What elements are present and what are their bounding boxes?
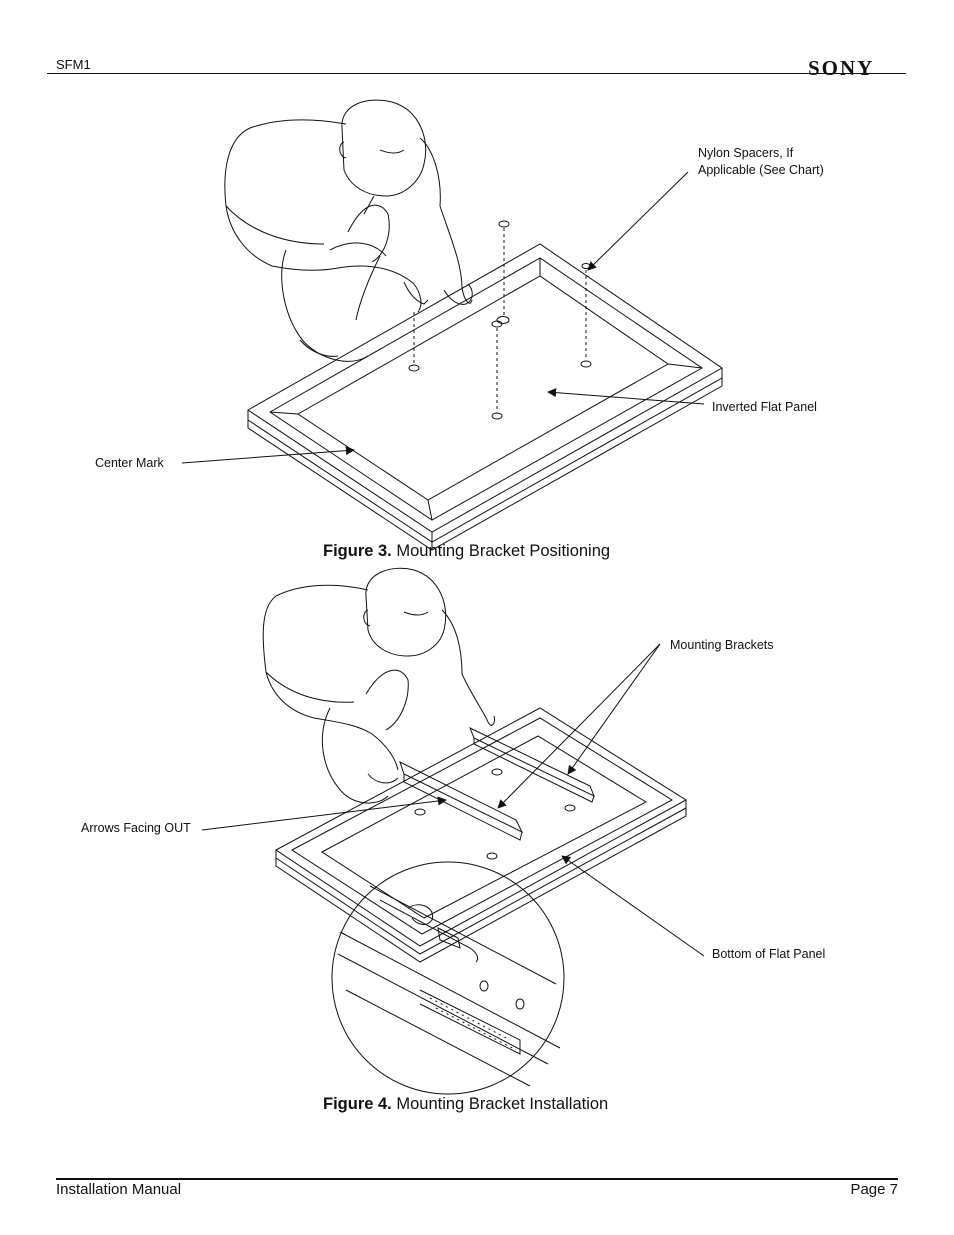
figure4-title: Mounting Bracket Installation — [396, 1095, 609, 1113]
figure4-flat-panel — [276, 708, 686, 962]
footer-rule — [56, 1178, 898, 1180]
callout-center-mark: Center Mark — [95, 456, 164, 470]
leader-mounting-brackets-a — [497, 644, 660, 809]
figure3-person — [225, 100, 472, 361]
callout-arrows-facing-out: Arrows Facing OUT — [81, 821, 191, 835]
figure4-caption: Figure 4. Mounting Bracket Installation — [323, 1095, 608, 1114]
sony-logo: SONY — [808, 56, 875, 80]
figure3-label: Figure 3. — [323, 542, 392, 560]
figure4-person — [263, 568, 494, 803]
leader-inverted-flat-panel — [547, 388, 704, 404]
leader-nylon-spacers — [587, 172, 688, 271]
figure3-title: Mounting Bracket Positioning — [396, 542, 611, 560]
leader-mounting-brackets-b — [567, 644, 660, 775]
figure4-drawing — [202, 568, 704, 1094]
footer-page-number: Page 7 — [850, 1181, 898, 1198]
document-id: SFM1 — [56, 57, 91, 72]
figure4-label: Figure 4. — [323, 1095, 392, 1113]
figure4-detail-magnifier — [332, 862, 564, 1094]
callout-nylon-spacers: Nylon Spacers, If Applicable (See Chart) — [698, 145, 824, 179]
callout-inverted-flat-panel: Inverted Flat Panel — [712, 400, 817, 414]
leader-arrows-facing-out — [202, 796, 447, 830]
figure4-mounting-brackets — [400, 728, 594, 840]
header-rule — [47, 73, 906, 74]
callout-nylon-spacers-line2: Applicable (See Chart) — [698, 163, 824, 177]
leader-center-mark — [182, 446, 355, 463]
figure3-flat-panel — [248, 244, 722, 550]
leader-bottom-of-flat-panel — [561, 855, 704, 956]
callout-bottom-of-flat-panel: Bottom of Flat Panel — [712, 947, 826, 961]
callout-mounting-brackets: Mounting Brackets — [670, 638, 774, 652]
callout-nylon-spacers-line1: Nylon Spacers, If — [698, 146, 794, 160]
footer-manual-title: Installation Manual — [56, 1181, 182, 1198]
figure3-drawing — [182, 100, 722, 550]
figure3-spacers — [409, 221, 591, 419]
figure3-caption: Figure 3. Mounting Bracket Positioning — [323, 542, 610, 561]
